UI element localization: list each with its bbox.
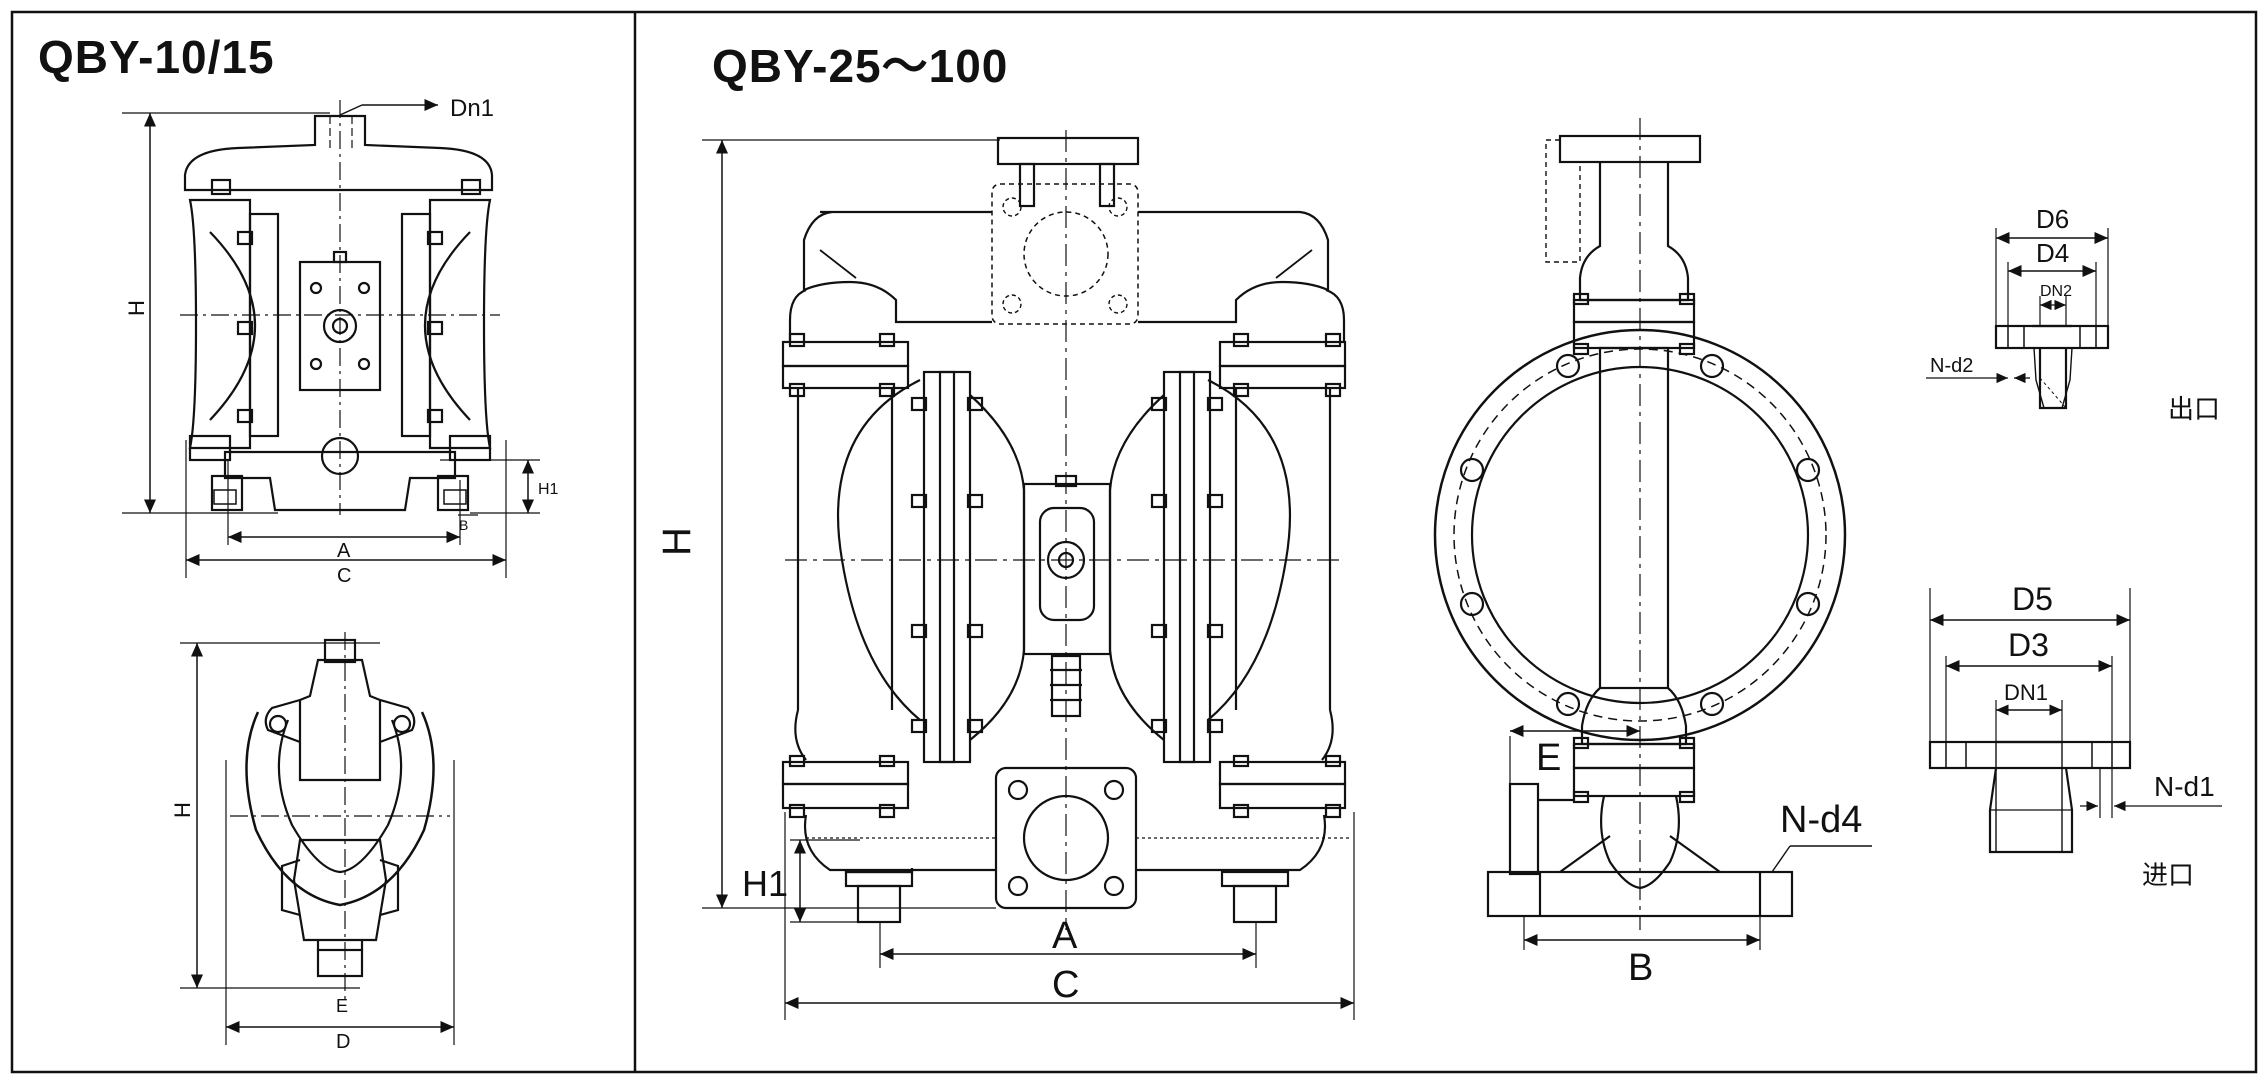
left-front-h-label: H: [124, 300, 149, 316]
left-side-d-label: D: [336, 1031, 350, 1053]
left-front-b-label: B: [459, 517, 468, 533]
outlet-d6-label: D6: [2036, 204, 2069, 234]
left-panel-title: QBY-10/15: [38, 31, 275, 83]
inlet-d5-label: D5: [2012, 581, 2053, 617]
right-panel-title: QBY-25～100: [712, 40, 1009, 92]
inlet-dn1-label: DN1: [2004, 680, 2048, 705]
inlet-nd1-label: N-d1: [2154, 771, 2215, 802]
left-side-view: [180, 632, 455, 1045]
outlet-dn2-label: DN2: [2040, 283, 2072, 300]
left-front-view: [122, 99, 540, 578]
outlet-d4-label: D4: [2036, 238, 2069, 268]
main-side-b-label: B: [1628, 947, 1653, 989]
main-front-h-label: H: [655, 527, 699, 556]
outlet-flange-detail: [1926, 228, 2110, 410]
inlet-label: 进口: [2142, 861, 2194, 891]
main-side-e-label: E: [1536, 737, 1561, 779]
outlet-label: 出口: [2168, 395, 2220, 425]
main-side-nd4-label: N-d4: [1780, 799, 1862, 841]
outlet-nd2-label: N-d2: [1930, 355, 1973, 377]
main-front-view: [702, 130, 1355, 1020]
main-front-c-label: C: [1052, 964, 1079, 1006]
main-front-a-label: A: [1052, 915, 1078, 957]
outer-border: [10, 10, 2258, 1074]
left-side-e-label: E: [336, 996, 348, 1016]
left-front-a-label: A: [337, 540, 351, 562]
main-side-view: [1433, 118, 1872, 950]
main-front-h1-label: H1: [742, 863, 788, 904]
left-front-c-label: C: [337, 565, 351, 587]
inlet-d3-label: D3: [2008, 627, 2049, 663]
left-front-h1-label: H1: [538, 481, 559, 498]
left-front-dn1-label: Dn1: [450, 95, 494, 122]
left-side-h-label: H: [170, 802, 195, 818]
inlet-flange-detail: [1928, 588, 2222, 854]
